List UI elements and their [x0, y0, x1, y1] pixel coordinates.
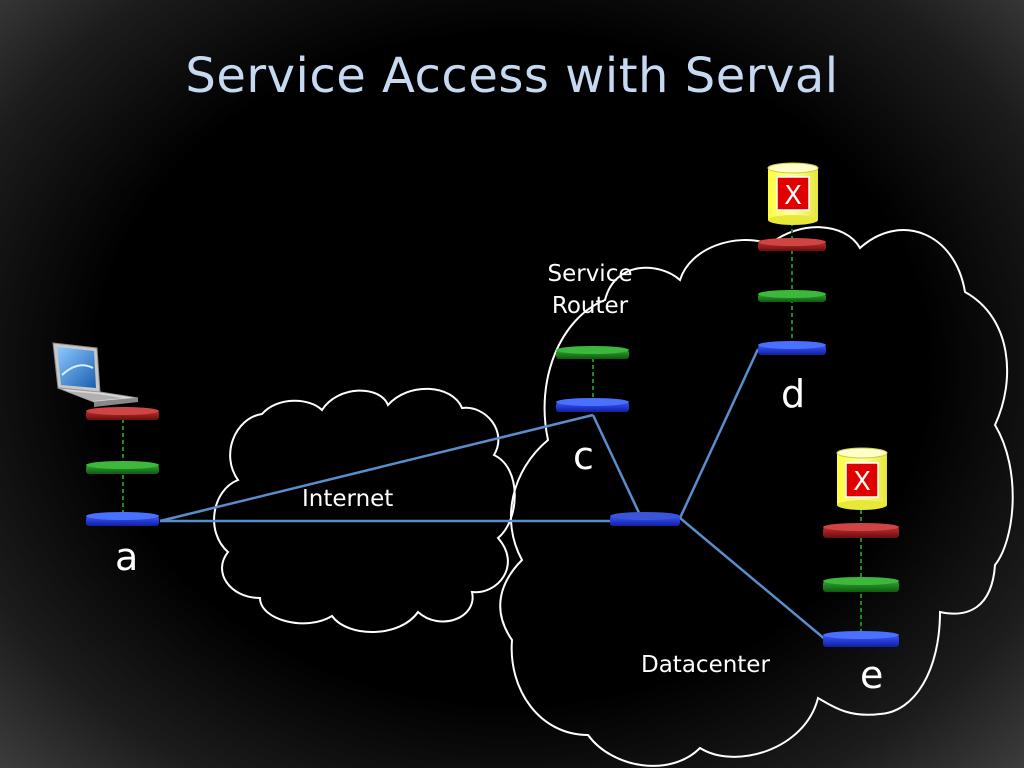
datacenter-label: Datacenter: [641, 652, 770, 678]
node-c-stack: [556, 346, 629, 412]
service-router-label-line1: Service: [547, 261, 633, 287]
layer-blue-disc: [556, 398, 629, 412]
layer-green-disc: [556, 346, 629, 359]
node-a-stack: [86, 407, 159, 526]
link-switch-d: [678, 348, 760, 519]
node-d-stack: [758, 222, 826, 355]
node-e-label: e: [860, 653, 884, 697]
link-a-c: [159, 413, 594, 523]
node-a-label: a: [115, 535, 139, 579]
layer-red-disc: [86, 407, 159, 420]
node-c-label: c: [573, 434, 594, 478]
layer-green-disc: [86, 461, 159, 474]
layer-blue-disc: [823, 631, 899, 647]
layer-green-disc: [758, 290, 826, 302]
internet-cloud-icon: [213, 387, 516, 633]
layer-red-disc: [758, 238, 826, 251]
link-c-switch: [591, 414, 642, 516]
internet-label: Internet: [302, 486, 394, 512]
laptop-icon: [52, 342, 139, 407]
server-icon: X: [836, 447, 888, 510]
network-links: [159, 348, 827, 641]
server-mark: X: [853, 467, 871, 497]
service-router-label: Service Router: [520, 258, 660, 322]
layer-green-disc: [823, 577, 899, 592]
node-e-stack: [823, 510, 899, 647]
datacenter-switch: [610, 512, 680, 526]
service-router-label-line2: Router: [551, 293, 629, 319]
server-icon: X: [767, 162, 819, 225]
node-d-label: d: [781, 372, 806, 416]
layer-red-disc: [823, 523, 899, 538]
layer-blue-disc: [758, 341, 826, 355]
datacenter-cloud-icon: [499, 226, 1014, 767]
link-switch-e: [679, 517, 827, 641]
layer-blue-disc: [86, 512, 159, 526]
server-mark: X: [784, 181, 802, 211]
slide-title: Service Access with Serval: [185, 48, 839, 104]
